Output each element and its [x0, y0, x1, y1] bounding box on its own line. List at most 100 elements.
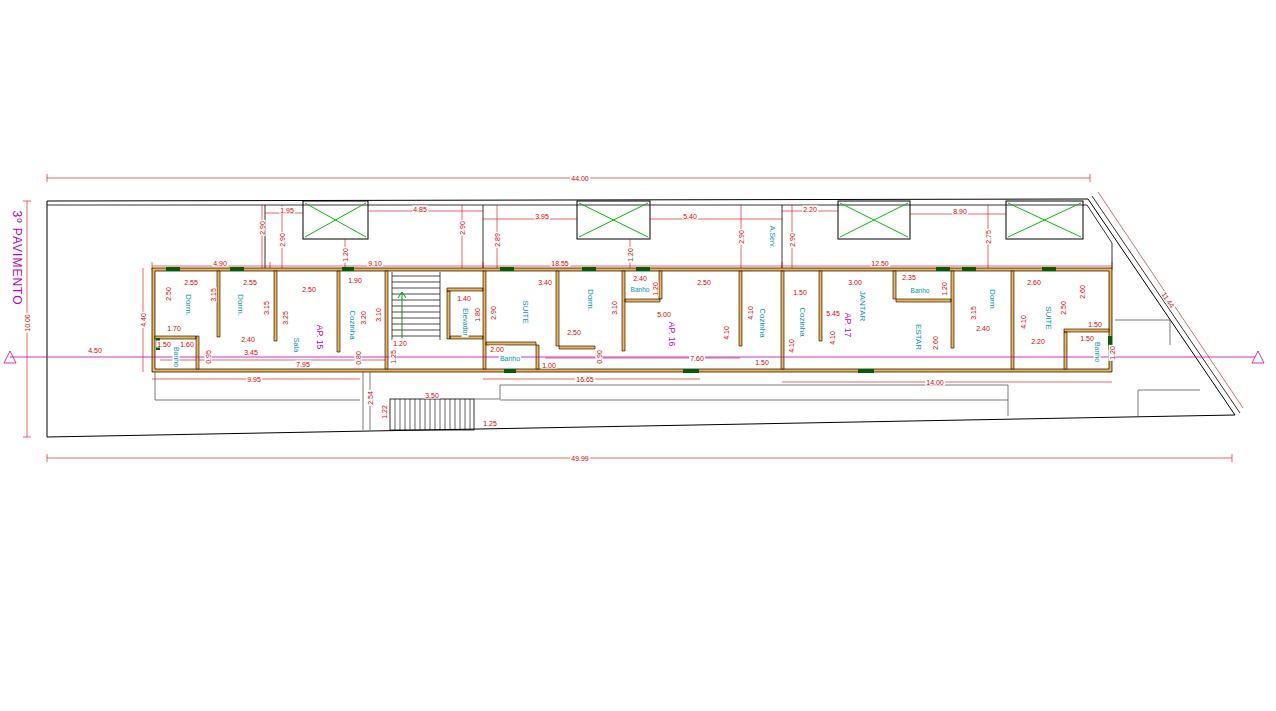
stair-arrow: [398, 292, 406, 338]
dimension-label: 2.50: [566, 329, 582, 336]
light-well-cross: [305, 203, 1081, 237]
dimension-label: 2.50: [165, 286, 172, 302]
dimension-label: 1.40: [456, 295, 472, 302]
entrance-stair-treads: [395, 399, 470, 430]
room-name: Cozinha: [348, 309, 356, 340]
dimension-label: 1.50: [1087, 321, 1103, 328]
dimension-label: 7.60: [689, 355, 705, 362]
lot-inner-line: [47, 196, 1240, 413]
dimension-label: 1.60: [179, 341, 195, 348]
dimension-label: 0.80: [355, 350, 362, 366]
dimension-label: 1.20: [1109, 345, 1116, 361]
dimension-label: 4.10: [747, 305, 754, 321]
dimension-lines: [23, 174, 1243, 462]
dimension-label: 3.95: [534, 213, 550, 220]
dimension-label: 1.50: [156, 341, 172, 348]
dimension-label: 2.50: [696, 279, 712, 286]
dimension-label: 11.44: [1160, 290, 1176, 310]
dimension-label: 1.90: [347, 277, 363, 284]
dimension-label: 3.45: [243, 349, 259, 356]
dimension-label: 4.10: [788, 338, 795, 354]
dimension-label: 2.90: [459, 220, 466, 236]
dimension-label: 5.40: [682, 213, 698, 220]
dimension-label: 1.22: [381, 404, 388, 420]
room-name: SUITE: [1044, 305, 1052, 331]
stair-treads: [392, 272, 440, 340]
site-lines: [155, 320, 1200, 430]
area-label: A.Serv.: [769, 225, 776, 249]
room-name: Dorm.: [988, 288, 996, 312]
dimension-label: 2.35: [901, 274, 917, 281]
dimension-label: 4.10: [723, 325, 730, 341]
dimension-label: 2.90: [259, 220, 266, 236]
room-name: Dorm.: [184, 293, 192, 317]
dimension-label: 2.54: [367, 390, 374, 406]
dimension-label: 2.60: [932, 335, 939, 351]
dimension-label: 2.90: [789, 232, 796, 248]
dimension-label: 1.25: [390, 349, 397, 365]
dimension-label: 2.40: [632, 275, 648, 282]
dimension-label: 2.50: [301, 286, 317, 293]
interior-walls: [155, 271, 1109, 369]
room-name: Cozinha: [798, 306, 806, 337]
room-name: Dorm.: [236, 293, 244, 317]
dimension-label: 2.55: [242, 279, 258, 286]
dimension-label: 3.00: [847, 279, 863, 286]
dimension-label: 2.20: [802, 206, 818, 213]
room-name: Dorm.: [586, 288, 594, 312]
dimension-label: 14.00: [925, 379, 945, 386]
room-name: Banho: [630, 287, 651, 294]
dimension-label: 1.50: [1079, 335, 1095, 342]
dimension-label: 1.50: [754, 359, 770, 366]
dimension-label: 3.10: [611, 300, 618, 316]
apartment-label: AP. 17: [844, 312, 853, 338]
dimension-label: 3.20: [360, 310, 367, 326]
room-name: JANTAR: [858, 290, 866, 323]
dimension-label: 4.10: [1020, 314, 1027, 330]
dimension-label: 8.90: [952, 208, 968, 215]
dimension-label: 2.90: [279, 232, 286, 248]
dimension-label: 4.40: [140, 312, 147, 328]
dimension-label: 2.00: [489, 346, 505, 353]
dimension-label: 2.55: [183, 279, 199, 286]
dimension-label: 4.85: [412, 206, 428, 213]
dimension-label: 2.60: [1026, 279, 1042, 286]
dimension-label: 3.15: [210, 287, 217, 303]
dimension-label: 1.50: [792, 289, 808, 296]
floor-title: 3º PAVIMENTO: [11, 209, 23, 306]
dimension-label: 2.75: [985, 229, 992, 245]
dimension-label: 18.55: [550, 260, 570, 267]
dimension-label: 3.15: [263, 300, 270, 316]
dimension-label: 3.10: [375, 307, 382, 323]
dimension-label: 5.45: [825, 310, 841, 317]
dimension-label: 1.20: [627, 247, 634, 263]
room-name: Elevador: [462, 307, 469, 337]
dimension-label: 4.50: [87, 347, 103, 354]
dimension-label: 3.40: [537, 279, 553, 286]
dimension-label: 3.25: [282, 310, 289, 326]
room-name: Banho: [173, 346, 180, 368]
room-name: Banho: [910, 288, 931, 295]
room-name: Banho: [499, 355, 521, 362]
dimension-label: 16.65: [575, 376, 595, 383]
dimension-label: 1.00: [541, 362, 557, 369]
dimension-label: 3.50: [424, 392, 440, 399]
dimension-label: 2.20: [1030, 338, 1046, 345]
dimension-label: 2.89: [494, 232, 501, 248]
dimension-label: 2.60: [1079, 284, 1086, 300]
dimension-label: 5.00: [656, 311, 672, 318]
dimension-label: 9.10: [367, 260, 383, 267]
dimension-label: 0.95: [205, 349, 212, 365]
apartment: AP. 16SUITEBanhoDorm.BanhoCozinha: [483, 268, 782, 372]
dimension-label: 2.40: [975, 325, 991, 332]
dimension-label: 4.10: [829, 330, 836, 346]
room-name: ESTAR: [914, 323, 922, 351]
section-marker: [4, 351, 1264, 363]
building-outer-wall: [152, 268, 1112, 372]
dimension-label: 1.20: [941, 281, 948, 297]
entrance-stair: [390, 399, 474, 430]
dimension-label: 10.00: [24, 313, 31, 333]
dimension-label: 1.20: [652, 281, 659, 297]
dimension-label: 1.80: [474, 307, 481, 323]
